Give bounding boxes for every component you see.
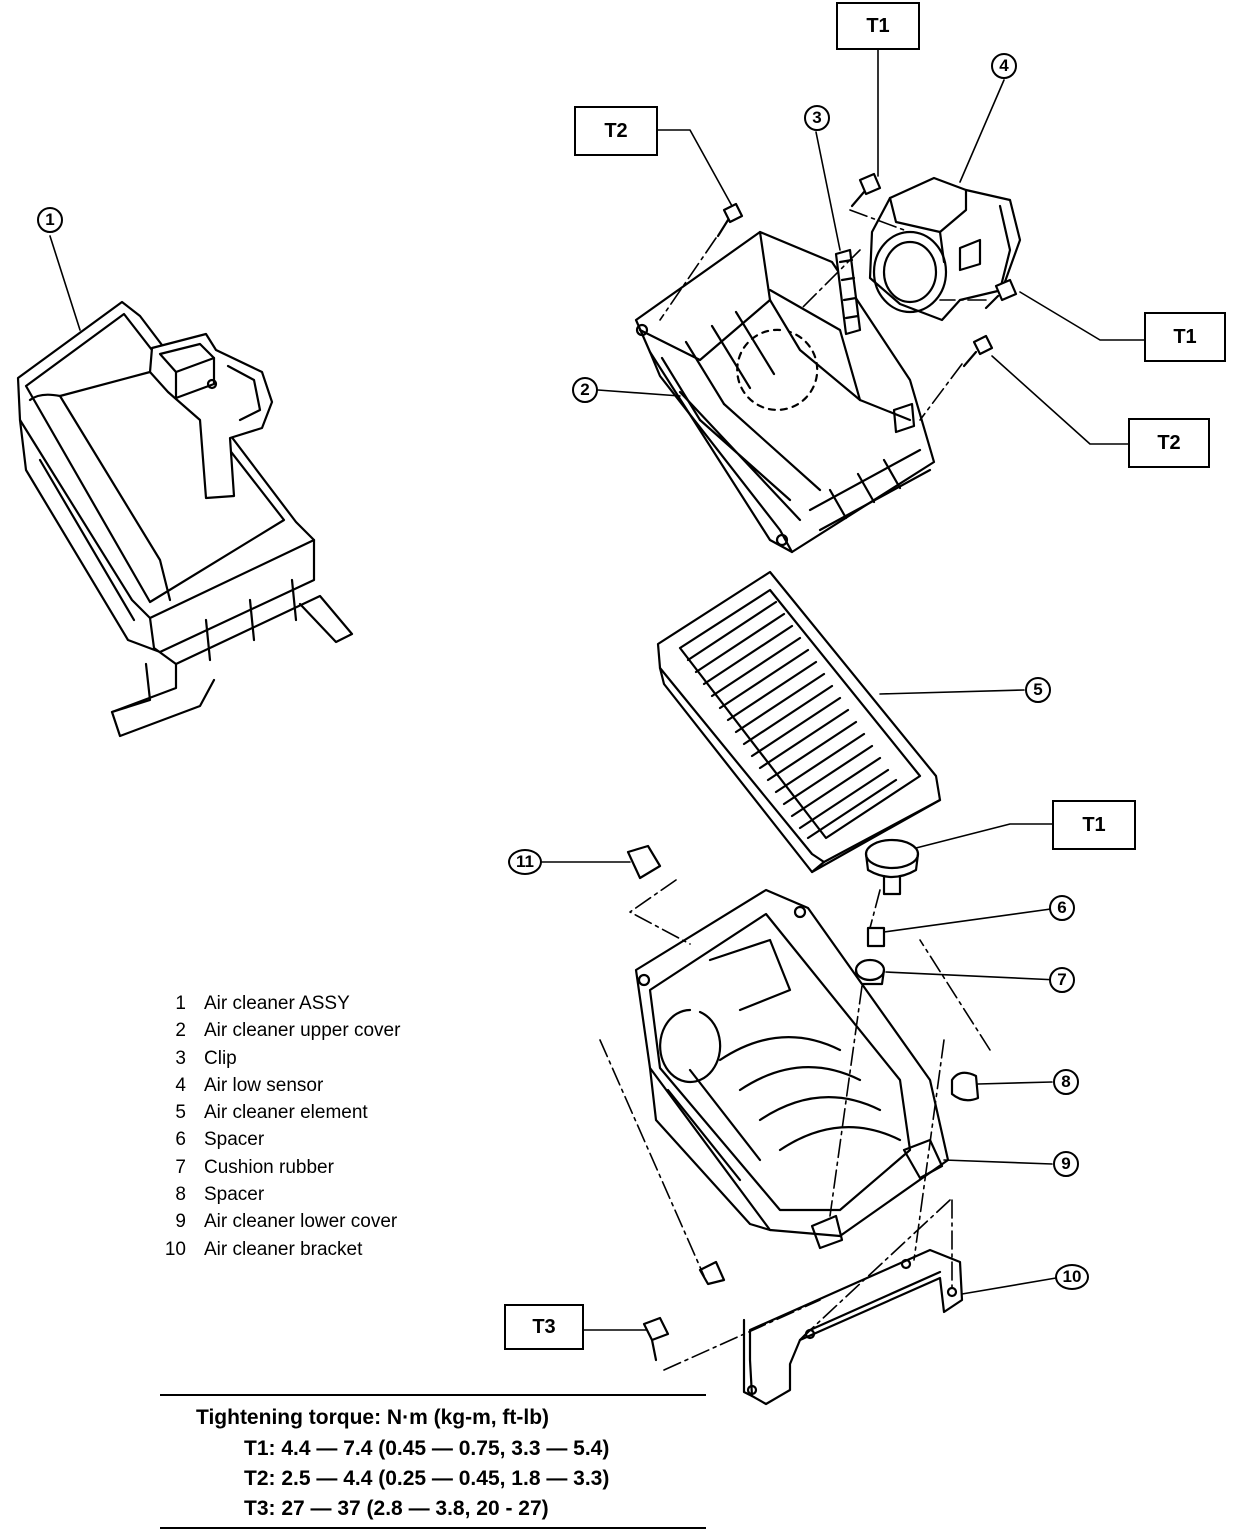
legend-item: 9 Air cleaner lower cover: [150, 1208, 570, 1235]
lower-cover-illustration: [634, 888, 950, 1286]
leader-lines: [49, 47, 1145, 1331]
legend-label: Spacer: [204, 1129, 265, 1151]
legend-item: 5 Air cleaner element: [150, 1099, 570, 1126]
air-flow-sensor-illustration: [868, 176, 1022, 322]
callout-7: 7: [1049, 967, 1075, 993]
torque-spec-t3: T3: 27 — 37 (2.8 — 3.8, 20 - 27): [244, 1497, 549, 1520]
torque-box-t1-top: T1: [836, 2, 920, 50]
callout-3: 3: [804, 105, 830, 131]
air-cleaner-bracket-illustration: [742, 1248, 964, 1406]
air-cleaner-element-illustration: [656, 570, 942, 874]
torque-spec-t2: T2: 2.5 — 4.4 (0.25 — 0.45, 1.8 — 3.3): [244, 1467, 610, 1490]
assembly-lines: [599, 209, 991, 1371]
legend-number: 6: [175, 1129, 186, 1151]
legend-item: 7 Cushion rubber: [150, 1154, 570, 1181]
callout-1: 1: [37, 207, 63, 233]
torque-spec-table: Tightening torque: N·m (kg-m, ft-lb) T1:…: [160, 1394, 706, 1529]
legend-label: Air cleaner upper cover: [204, 1020, 401, 1042]
callout-5: 5: [1025, 677, 1051, 703]
bolts: [626, 172, 1018, 1362]
callout-8: 8: [1053, 1069, 1079, 1095]
legend-label: Spacer: [204, 1184, 265, 1206]
legend-item: 10 Air cleaner bracket: [150, 1236, 570, 1263]
legend-number: 2: [175, 1020, 186, 1042]
torque-box-t1-right: T1: [1144, 312, 1226, 362]
legend-item: 2 Air cleaner upper cover: [150, 1017, 570, 1044]
legend-item: 8 Spacer: [150, 1181, 570, 1208]
air-cleaner-assy-illustration: [16, 300, 354, 738]
legend-label: Air cleaner bracket: [204, 1238, 363, 1260]
callout-4: 4: [991, 53, 1017, 79]
torque-box-t2-left: T2: [574, 106, 658, 156]
callout-9: 9: [1053, 1151, 1079, 1177]
spacer-8-illustration: [950, 1071, 980, 1102]
legend-item: 4 Air low sensor: [150, 1072, 570, 1099]
legend-item: 3 Clip: [150, 1045, 570, 1072]
spacer-cushion-illustration: [854, 838, 920, 986]
legend-label: Air cleaner lower cover: [204, 1211, 398, 1233]
legend-number: 7: [175, 1156, 186, 1178]
legend-item: 1 Air cleaner ASSY: [150, 990, 570, 1017]
torque-box-t1-mid: T1: [1052, 800, 1136, 850]
callout-11: 11: [508, 849, 542, 875]
legend-number: 1: [175, 993, 186, 1014]
torque-heading: Tightening torque: N·m (kg-m, ft-lb): [196, 1406, 550, 1429]
legend-number: 3: [175, 1047, 186, 1069]
legend-number: 5: [175, 1102, 186, 1124]
parts-legend: 1 Air cleaner ASSY 2 Air cleaner upper cov…: [150, 990, 570, 1263]
legend-label: Cushion rubber: [204, 1156, 334, 1178]
torque-spec-t1: T1: 4.4 — 7.4 (0.45 — 0.75, 3.3 — 5.4): [244, 1437, 610, 1460]
callout-6: 6: [1049, 895, 1075, 921]
legend-label: Clip: [204, 1047, 237, 1069]
upper-cover-illustration: [634, 230, 936, 554]
torque-box-t3: T3: [504, 1304, 584, 1350]
legend-label: Air cleaner ASSY: [204, 993, 350, 1014]
legend-number: 10: [164, 1238, 186, 1260]
legend-label: Air cleaner element: [204, 1102, 368, 1124]
legend-number: 4: [175, 1074, 186, 1096]
legend-number: 9: [175, 1211, 186, 1233]
callout-10: 10: [1055, 1264, 1089, 1290]
legend-label: Air low sensor: [204, 1074, 324, 1096]
legend-item: 6 Spacer: [150, 1126, 570, 1153]
torque-box-t2-right: T2: [1128, 418, 1210, 468]
clip-illustration: [834, 248, 862, 336]
callout-2: 2: [572, 377, 598, 403]
legend-number: 8: [175, 1184, 186, 1206]
